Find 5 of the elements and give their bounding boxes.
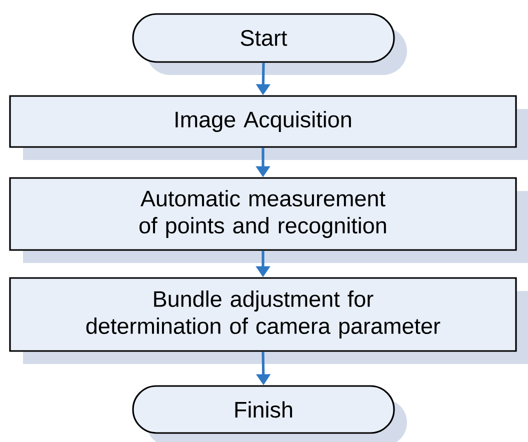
process-box: Automatic measurement of points and recognition bbox=[9, 177, 528, 263]
terminal-oval: Start bbox=[132, 13, 407, 75]
process-box: Image Acquisition bbox=[9, 95, 528, 160]
terminal-oval: Finish bbox=[132, 385, 407, 442]
process-box: Bundle adjustment for determination of camera parameter bbox=[9, 277, 528, 364]
